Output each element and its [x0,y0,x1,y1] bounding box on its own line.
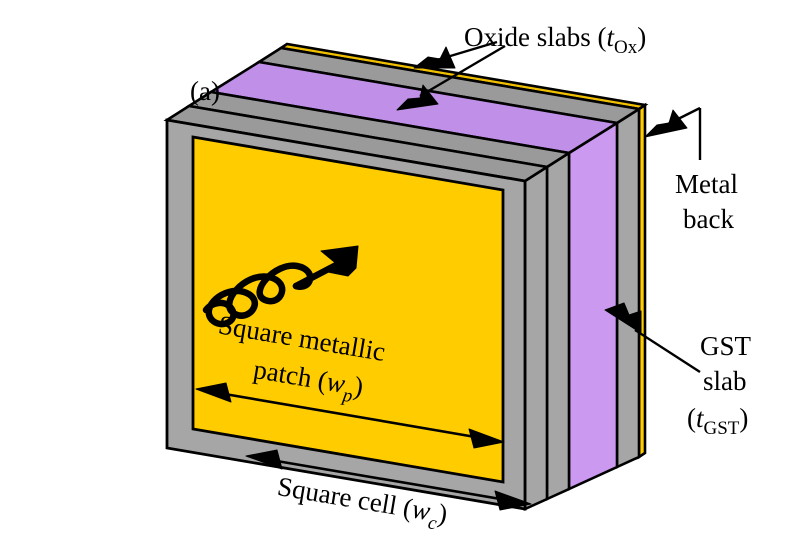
gst-label-line3: (tGST) [687,403,748,439]
wave-shaft [292,259,344,290]
gst-side-face [567,120,619,492]
oxide-front-side [545,150,571,502]
gst-label-line2: slab [703,366,747,396]
layer-front-cell [163,104,551,512]
front-cell-side [523,164,549,512]
metal-back-label: Metal back [675,169,738,234]
patch-dim-arrowhead-right [468,428,505,449]
patch-dimension-arrow [195,382,505,449]
oxide-arrowhead-2 [396,84,439,111]
wave-coil-path [202,262,314,328]
cell-dim-line [264,457,513,503]
gst-arrowhead [604,302,642,334]
gst-label: GST slab (tGST) [687,331,752,439]
oxide-arrowhead-1 [413,46,456,69]
gst-label-line1: GST [700,331,752,361]
layer-oxide-rear [255,46,643,470]
oxide-label-text: Oxide slabs (tOx) [464,22,646,58]
panel-label: (a) [190,76,220,106]
wave-arrowhead [320,245,359,277]
cell-dim-arrowhead-left [245,449,283,470]
cell-dimension-arrow [245,449,532,511]
oxide-leader-group [396,40,506,111]
metal-back-label-line1: Metal [675,169,738,199]
patch-dim-line [212,390,488,441]
gst-leader-line [634,328,701,374]
metal-back-arrowhead [644,109,688,138]
cell-dim-arrowhead-right [494,490,532,511]
absorber-stack [163,42,649,512]
patch-dim-arrowhead-left [195,382,232,403]
oxide-leader-line-2 [419,44,506,98]
oxide-label: Oxide slabs (tOx) [464,22,646,58]
incident-wave-arrow [202,245,359,328]
gst-leader-group [604,302,701,374]
square-metallic-patch [191,135,505,484]
oxide-rear-side [615,106,641,470]
metal-back-leader-group [644,106,702,160]
metal-back-label-line2: back [683,204,734,234]
